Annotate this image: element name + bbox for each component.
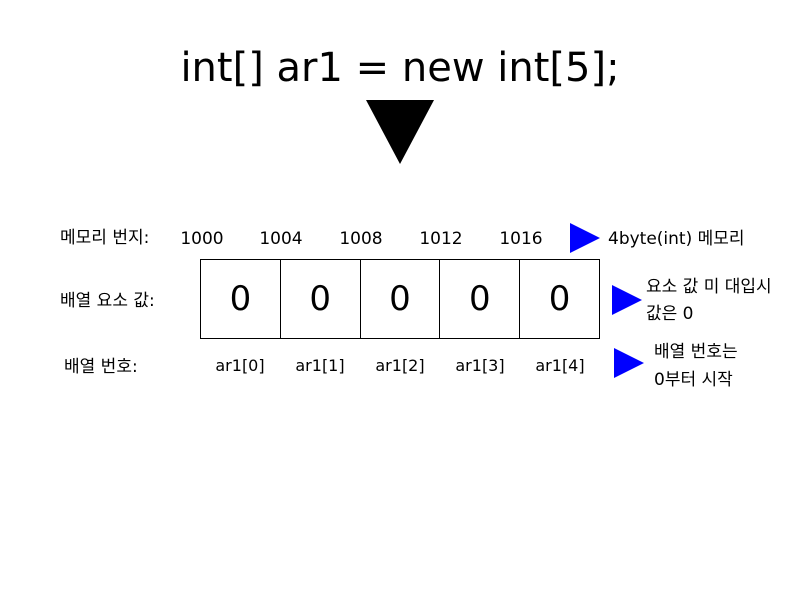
- memory-address: 1016: [499, 229, 543, 249]
- array-cell-value: 0: [201, 260, 281, 338]
- index-row-label: 배열 번호:: [64, 357, 138, 377]
- code-statement: int[] ar1 = new int[5];: [180, 45, 620, 91]
- array-index: ar1[1]: [295, 356, 345, 375]
- array-cell-value: 0: [281, 260, 361, 338]
- array-index: ar1[2]: [375, 356, 425, 375]
- memory-address: 1000: [180, 229, 224, 249]
- note-arrow-icon: [614, 348, 644, 378]
- array-cell-value: 0: [361, 260, 441, 338]
- array-cell-value: 0: [548, 279, 571, 319]
- address-note: 4byte(int) 메모리: [608, 229, 745, 249]
- memory-address: 1008: [339, 229, 383, 249]
- index-note-line1: 배열 번호는: [654, 342, 738, 362]
- down-arrow-icon: [366, 100, 434, 164]
- value-note-line1: 요소 값 미 대입시: [646, 277, 772, 297]
- note-arrow-icon: [612, 285, 642, 315]
- memory-address: 1004: [259, 229, 303, 249]
- array-index: ar1[3]: [455, 356, 505, 375]
- array-index: ar1[0]: [215, 356, 265, 375]
- array-index: ar1[4]: [535, 356, 585, 375]
- array-cell-value: 0: [440, 260, 521, 338]
- note-arrow-icon: [570, 223, 600, 253]
- memory-address: 1012: [419, 229, 463, 249]
- address-row-label: 메모리 번지:: [60, 228, 150, 248]
- array-cells: 0 0 0 0 0: [200, 259, 600, 339]
- value-note-line2: 값은 0: [646, 304, 694, 324]
- value-row-label: 배열 요소 값:: [60, 291, 155, 311]
- index-note-line2: 0부터 시작: [654, 370, 733, 390]
